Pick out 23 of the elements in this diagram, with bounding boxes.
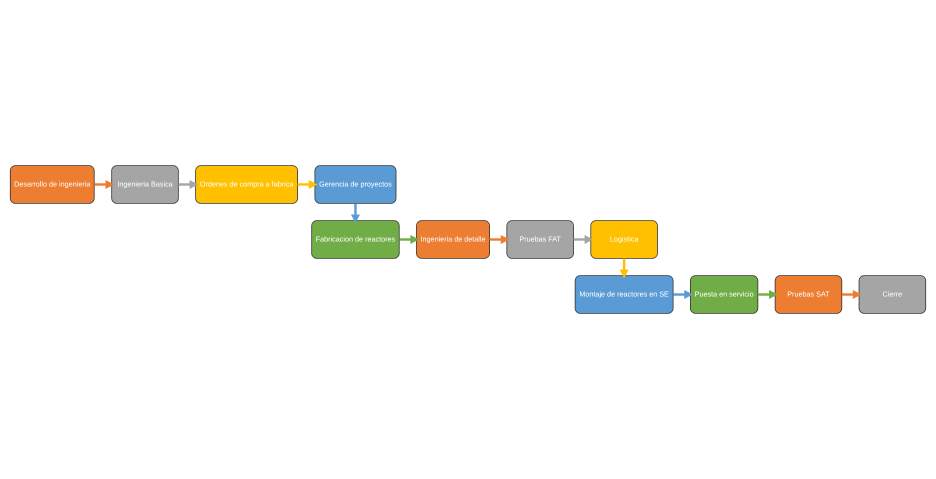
arrow [620, 258, 629, 278]
node-box: Gerencia de proyectos [314, 165, 396, 204]
node-box: Logistica [590, 220, 658, 259]
node-box: Pruebas SAT [774, 275, 842, 314]
arrow [574, 234, 594, 244]
arrow [490, 234, 510, 244]
arrow [399, 234, 419, 244]
node-box: Montaje de reactores en SE [574, 275, 674, 314]
node-box: Ingenieria Basica [111, 165, 179, 204]
node-box: Puesta en servicio [690, 275, 758, 314]
node-box: Cierre [858, 275, 926, 314]
node-box: Ordenes de compra a fabrica [195, 165, 298, 204]
node-box: Fabricacion de reactores [311, 220, 400, 259]
arrow [94, 180, 114, 189]
arrow [350, 203, 360, 224]
arrow [178, 180, 198, 189]
arrow [298, 180, 318, 189]
arrow [673, 290, 693, 300]
arrow [758, 290, 778, 300]
node-box: Desarrollo de ingenieria [10, 165, 95, 204]
node-box: Pruebas FAT [506, 220, 574, 259]
node-box: Ingenieria de detalle [416, 220, 490, 259]
arrow [842, 290, 862, 300]
